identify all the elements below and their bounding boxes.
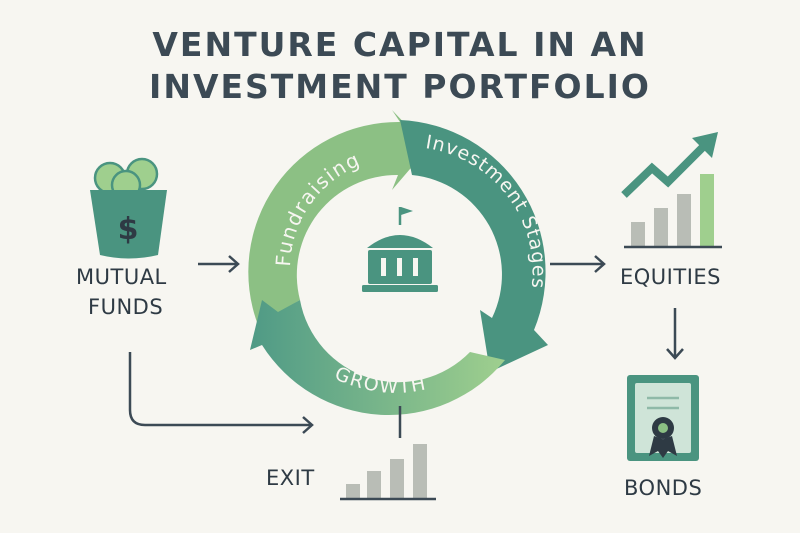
- cycle-ring: [248, 110, 548, 416]
- exit-bar-chart-icon: [340, 444, 436, 501]
- mutual-funds-label-line-2: FUNDS: [88, 295, 164, 319]
- exit-label: EXIT: [266, 466, 315, 490]
- arrow-funds-to-exit: [128, 352, 314, 434]
- title-line-2: INVESTMENT PORTFOLIO: [149, 67, 651, 106]
- svg-text:$: $: [118, 212, 139, 247]
- certificate-icon: [627, 375, 699, 461]
- equities-label: EQUITIES: [620, 265, 721, 289]
- arrow-funds-to-cycle: [198, 255, 240, 273]
- growth-chart-icon: [621, 132, 722, 249]
- bonds-label: BONDS: [624, 476, 703, 500]
- bank-building-icon: [362, 207, 438, 292]
- growth-segment: [250, 300, 505, 416]
- mutual-funds-label-line-1: MUTUAL: [76, 265, 167, 289]
- arrow-cycle-to-equities: [550, 255, 606, 273]
- title-line-1: VENTURE CAPITAL IN AN: [152, 25, 648, 64]
- fundraising-segment: [248, 110, 428, 325]
- arrow-equities-to-bonds: [666, 308, 684, 360]
- money-bucket-icon: $: [90, 157, 167, 259]
- investment-stages-segment: [400, 120, 548, 372]
